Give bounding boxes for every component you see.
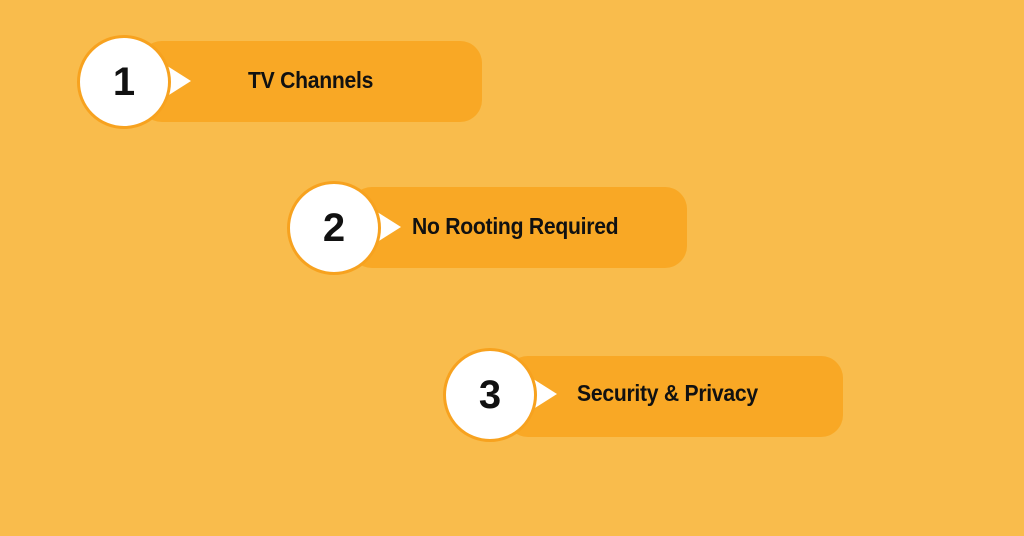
- feature-number: 2: [322, 205, 346, 250]
- feature-number: 3: [478, 372, 502, 417]
- feature-pill: [506, 356, 843, 437]
- number-badge: 1: [77, 35, 171, 129]
- feature-label: Security & Privacy: [577, 380, 758, 406]
- feature-pill: [140, 41, 482, 122]
- feature-label: TV Channels: [248, 67, 374, 93]
- feature-pill: [350, 187, 687, 268]
- feature-number: 1: [112, 59, 136, 104]
- number-badge: 2: [287, 181, 381, 275]
- feature-label: No Rooting Required: [412, 213, 619, 239]
- number-badge: 3: [443, 348, 537, 442]
